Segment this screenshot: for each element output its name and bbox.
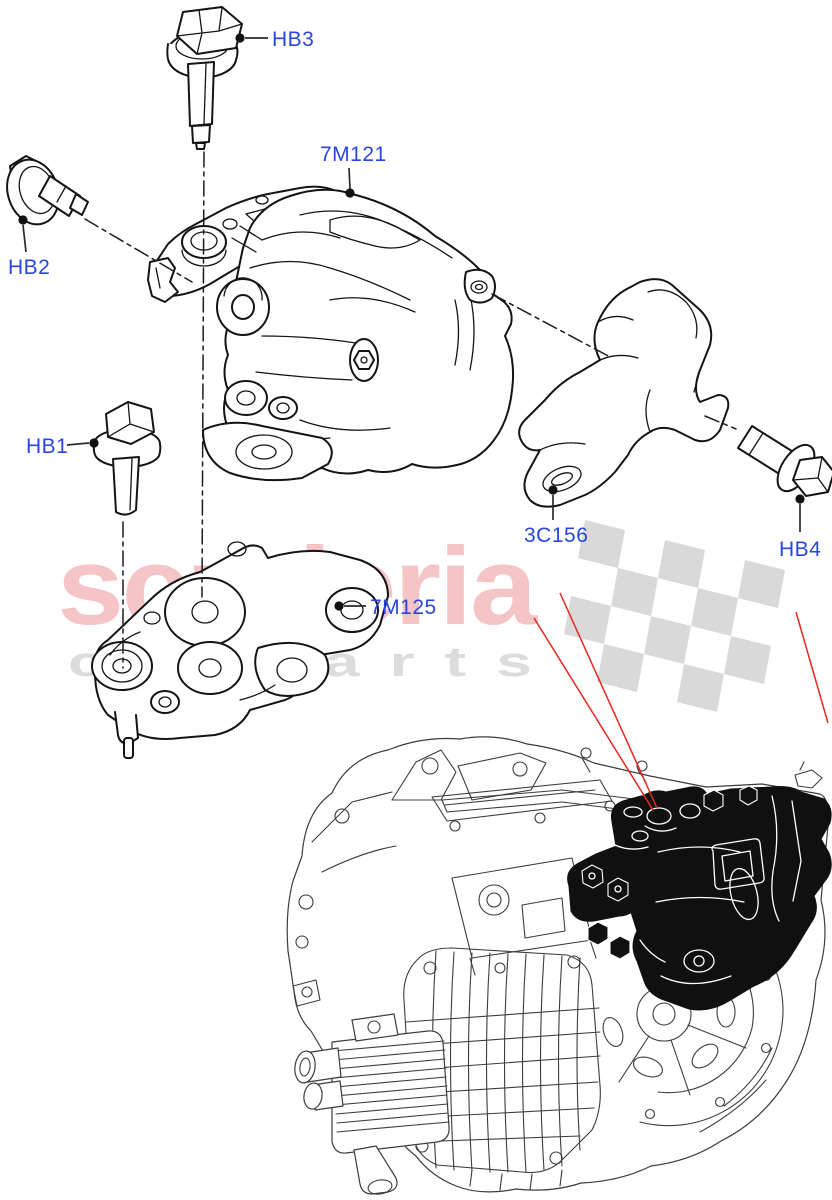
pointer-line-3: [795, 611, 829, 724]
bolt-hb3-drawing: [166, 6, 243, 150]
leader-dot-7m121: [345, 188, 355, 198]
part-label-7m121[interactable]: 7M121: [320, 143, 387, 166]
part-label-hb4[interactable]: HB4: [779, 538, 821, 561]
part-label-hb1[interactable]: HB1: [26, 435, 68, 458]
part-label-hb3[interactable]: HB3: [272, 28, 314, 51]
engine-mount-7m121-drawing: [147, 185, 515, 482]
watermark-checkered-flag: [564, 520, 785, 712]
leader-dot-hb2: [18, 215, 28, 225]
location-pointer-lines: [533, 592, 829, 811]
highlighted-mount-assembly: [567, 785, 832, 1011]
transmission-drawing: [286, 736, 832, 1195]
axis-hb2-to-mount: [84, 218, 193, 283]
mount-plate-7m125-drawing: [91, 541, 389, 759]
leader-dot-hb1: [89, 438, 99, 448]
axis-bracket-to-hb4: [704, 415, 737, 430]
pointer-line-2: [533, 617, 654, 811]
leader-dot-7m125: [334, 601, 344, 611]
oil-cooler-drawing: [294, 1013, 450, 1195]
leader-dot-hb4: [795, 494, 805, 504]
leader-dot-3c156: [548, 485, 558, 495]
part-labels: HB3 7M121 HB2 HB1 7M125 3C156 HB4: [8, 28, 821, 619]
part-label-hb2[interactable]: HB2: [8, 256, 50, 279]
assembly-axis-lines: [84, 151, 737, 669]
part-label-7m125[interactable]: 7M125: [370, 596, 437, 619]
bracket-3c156-drawing: [518, 278, 730, 508]
axis-mount-to-bracket: [491, 293, 613, 359]
bolt-hb1-drawing: [92, 401, 162, 516]
part-label-3c156[interactable]: 3C156: [524, 524, 588, 547]
bolt-hb4-drawing: [737, 425, 832, 497]
leader-lines: [18, 33, 805, 611]
axis-hb3-to-plate: [201, 151, 205, 598]
bolt-hb2-drawing: [6, 155, 89, 226]
pointer-line-1: [559, 592, 658, 809]
leader-dot-hb3: [235, 33, 245, 43]
